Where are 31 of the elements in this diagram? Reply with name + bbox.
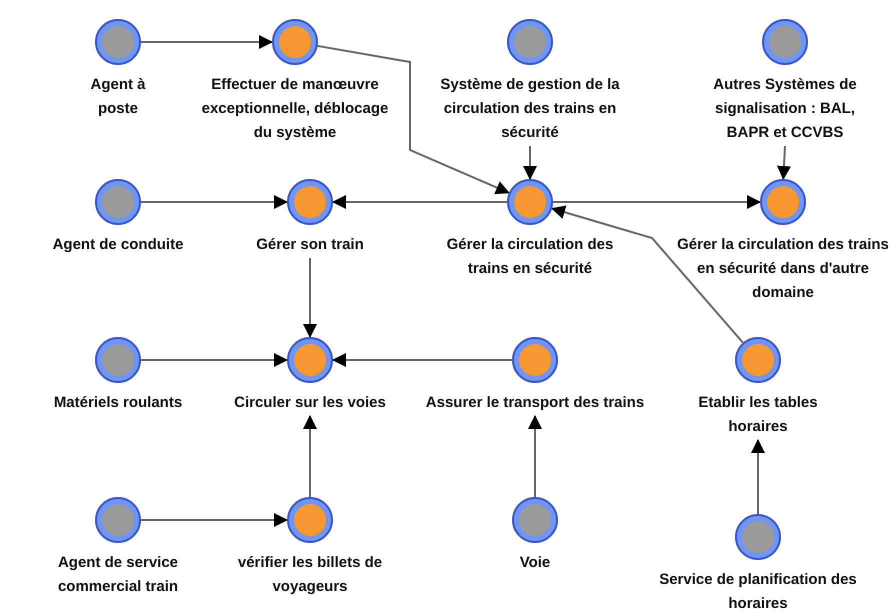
node-label: Autres Systèmes de signalisation : BAL, BAPR et CCVBS [712,75,858,143]
node-label: Agent de conduite [52,235,184,255]
arrow [303,258,317,338]
arrow [332,353,512,367]
arrow [141,35,273,49]
arrow [551,205,744,344]
arrow [141,513,288,527]
node-label: Gérer son train [256,235,364,255]
arrow [141,353,288,367]
node-label: Effectuer de manœuvre exceptionnelle, déblocage du système [200,75,390,143]
node-label: Voie [520,553,550,573]
node-label: Etablir les tables horaires [697,393,819,437]
node-label: Service de planification des horaires [658,570,858,614]
node-label: Gérer la circulation des trains en sécurité dans d'autre domaine [676,235,890,303]
arrow [303,415,317,497]
arrow [553,195,761,209]
arrow [776,146,791,180]
arrow [751,439,765,514]
node-label: Agent à poste [89,75,146,119]
node-label: Assurer le transport des trains [426,393,644,413]
arrow [528,415,542,497]
arrow [523,146,537,180]
node-label: Matériels roulants [54,393,182,413]
arrow [317,44,510,194]
node-label: Agent de service commercial train [56,553,180,597]
node-label: Circuler sur les voies [234,393,386,413]
arrow [141,195,288,209]
node-label: vérifier les billets de voyageurs [236,553,384,597]
node-label: Gérer la circulation des trains en sécurité [446,235,614,279]
arrow [332,195,507,209]
node-label: Système de gestion de la circulation des trains en sécurité [439,75,621,143]
